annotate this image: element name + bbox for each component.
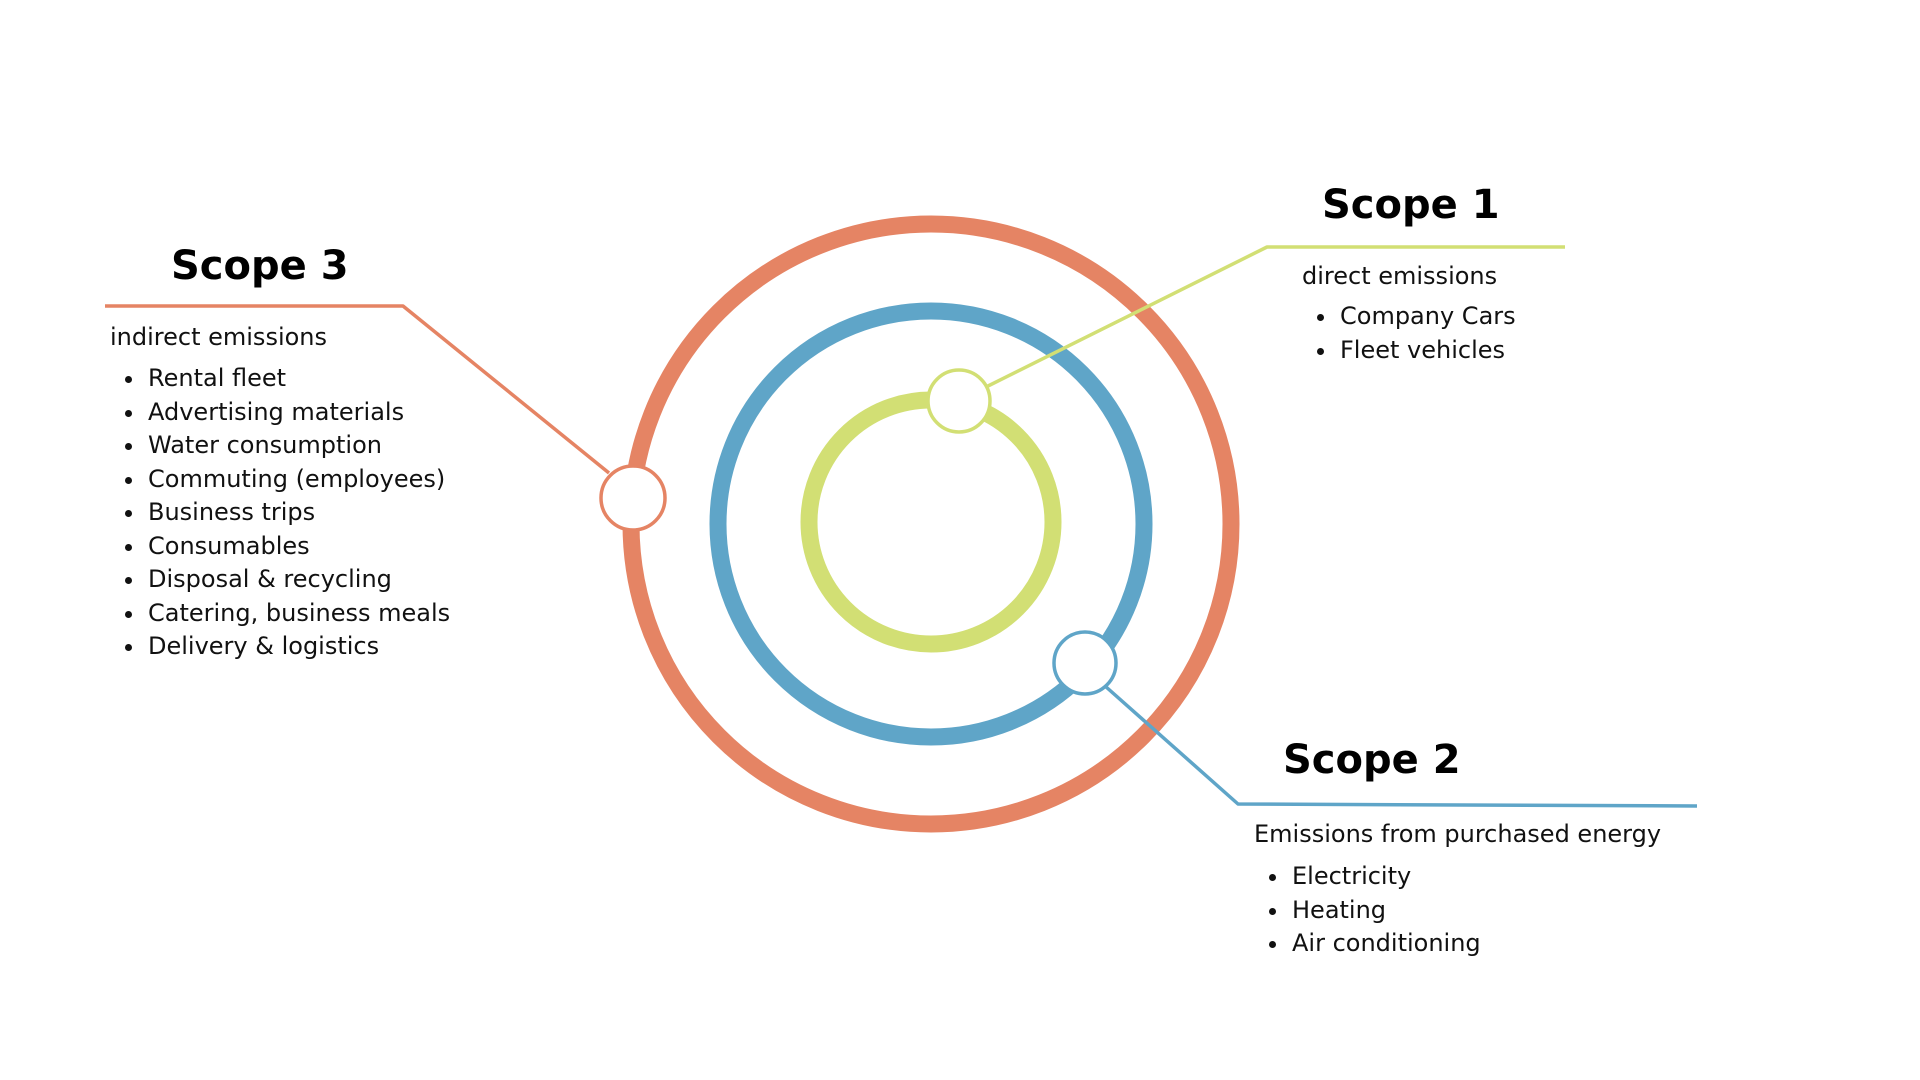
list-item: Consumables (146, 530, 450, 564)
scope2-marker-node (1052, 630, 1118, 696)
list-item: Commuting (employees) (146, 463, 450, 497)
list-item: Delivery & logistics (146, 630, 450, 664)
list-item: Business trips (146, 496, 450, 530)
scope1-title: Scope 1 (1322, 182, 1500, 228)
list-item: Fleet vehicles (1338, 334, 1516, 368)
scope2-connector-line (1103, 684, 1698, 808)
list-item: Catering, business meals (146, 597, 450, 631)
scope2-title: Scope 2 (1283, 737, 1461, 783)
scope1-subtitle: direct emissions (1302, 262, 1498, 290)
list-item: Advertising materials (146, 396, 450, 430)
list-item: Heating (1290, 894, 1481, 928)
scope3-subtitle: indirect emissions (110, 323, 328, 351)
scope3-title: Scope 3 (171, 243, 349, 289)
scope3-connector-line (105, 304, 611, 475)
scope1-item-list: Company Cars Fleet vehicles (1296, 300, 1516, 367)
scope3-item-list: Rental fleet Advertising materials Water… (104, 362, 450, 664)
scope3-marker-node (599, 464, 667, 532)
scope2-subtitle: Emissions from purchased energy (1254, 820, 1662, 848)
list-item: Air conditioning (1290, 927, 1481, 961)
list-item: Electricity (1290, 860, 1481, 894)
list-item: Water consumption (146, 429, 450, 463)
scope1-connector-line (987, 245, 1565, 388)
scope1-marker-node (926, 368, 992, 434)
scope1-ring (800, 391, 1062, 653)
list-item: Company Cars (1338, 300, 1516, 334)
scope2-item-list: Electricity Heating Air conditioning (1248, 860, 1481, 961)
list-item: Disposal & recycling (146, 563, 450, 597)
list-item: Rental fleet (146, 362, 450, 396)
scope2-ring (709, 302, 1153, 746)
